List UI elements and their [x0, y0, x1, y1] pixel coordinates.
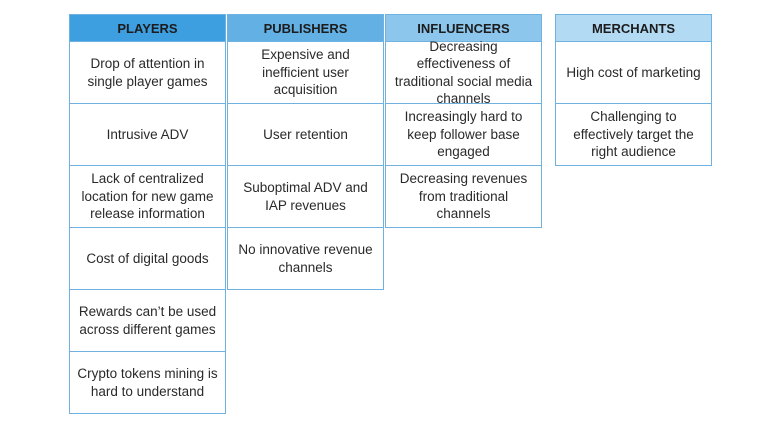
column-header-publishers: PUBLISHERS [227, 14, 384, 42]
column-header-merchants: MERCHANTS [555, 14, 712, 42]
table-cell: Drop of attention in single player games [69, 42, 226, 104]
table-cell: Crypto tokens mining is hard to understa… [69, 352, 226, 414]
table-cell: Challenging to effectively target the ri… [555, 104, 712, 166]
table-cell: Increasingly hard to keep follower base … [385, 104, 542, 166]
column-merchants: MERCHANTS High cost of marketing Challen… [555, 14, 712, 166]
column-header-influencers: INFLUENCERS [385, 14, 542, 42]
table-cell: Decreasing effectiveness of traditional … [385, 39, 542, 106]
table-cell: Intrusive ADV [69, 104, 226, 166]
table-cell: Suboptimal ADV and IAP revenues [227, 166, 384, 228]
table-cell: Rewards can’t be used across different g… [69, 290, 226, 352]
table-cell: Cost of digital goods [69, 228, 226, 290]
column-influencers: INFLUENCERS Decreasing effectiveness of … [385, 14, 542, 228]
table-cell: User retention [227, 104, 384, 166]
column-players: PLAYERS Drop of attention in single play… [69, 14, 226, 414]
table-cell: Expensive and inefficient user acquisiti… [227, 42, 384, 104]
table-cell: High cost of marketing [555, 42, 712, 104]
table-cell: Decreasing revenues from traditional cha… [385, 166, 542, 228]
table-cell: Lack of centralized location for new gam… [69, 166, 226, 228]
table-cell: No innovative revenue channels [227, 228, 384, 290]
column-publishers: PUBLISHERS Expensive and inefficient use… [227, 14, 384, 290]
column-header-players: PLAYERS [69, 14, 226, 42]
